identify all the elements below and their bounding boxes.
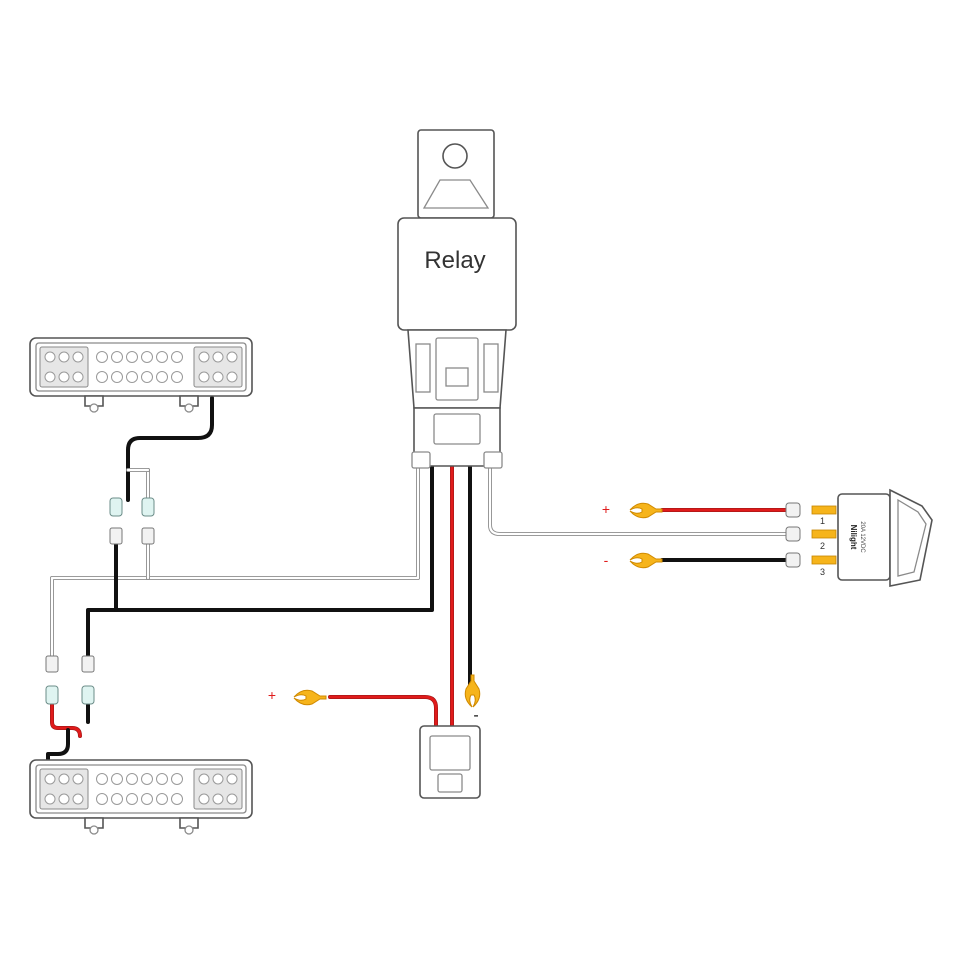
switch-rating: 20A 12VDC [859,521,865,553]
relay-label: Relay [424,247,485,274]
relay-body [397,217,517,331]
lower-bar-connectors [45,655,95,705]
switch-pin-3: 3 [820,567,825,577]
battery-negative-lug [464,674,481,708]
relay-mount-hole [442,143,468,169]
battery-positive-sign: + [268,687,276,703]
battery-negative-sign: - [473,707,478,724]
relay: Relay [397,129,517,469]
fuse-holder [419,725,481,799]
switch-negative-lug [629,552,663,569]
led-bar-lower [29,759,253,835]
switch-pin-2: 2 [820,541,825,551]
switch-positive-lug [629,502,663,519]
wires [46,396,790,772]
upper-bar-connectors [109,497,155,545]
battery-positive-lug [293,689,327,706]
switch-brand: Nilight [849,525,858,550]
switch-negative-sign: - [604,552,609,568]
switch-pin-1: 1 [820,516,825,526]
led-bar-upper [29,337,253,413]
rocker-switch: 1 2 3 Nilight 20A 12VDC [785,488,933,587]
switch-positive-sign: + [602,501,610,517]
